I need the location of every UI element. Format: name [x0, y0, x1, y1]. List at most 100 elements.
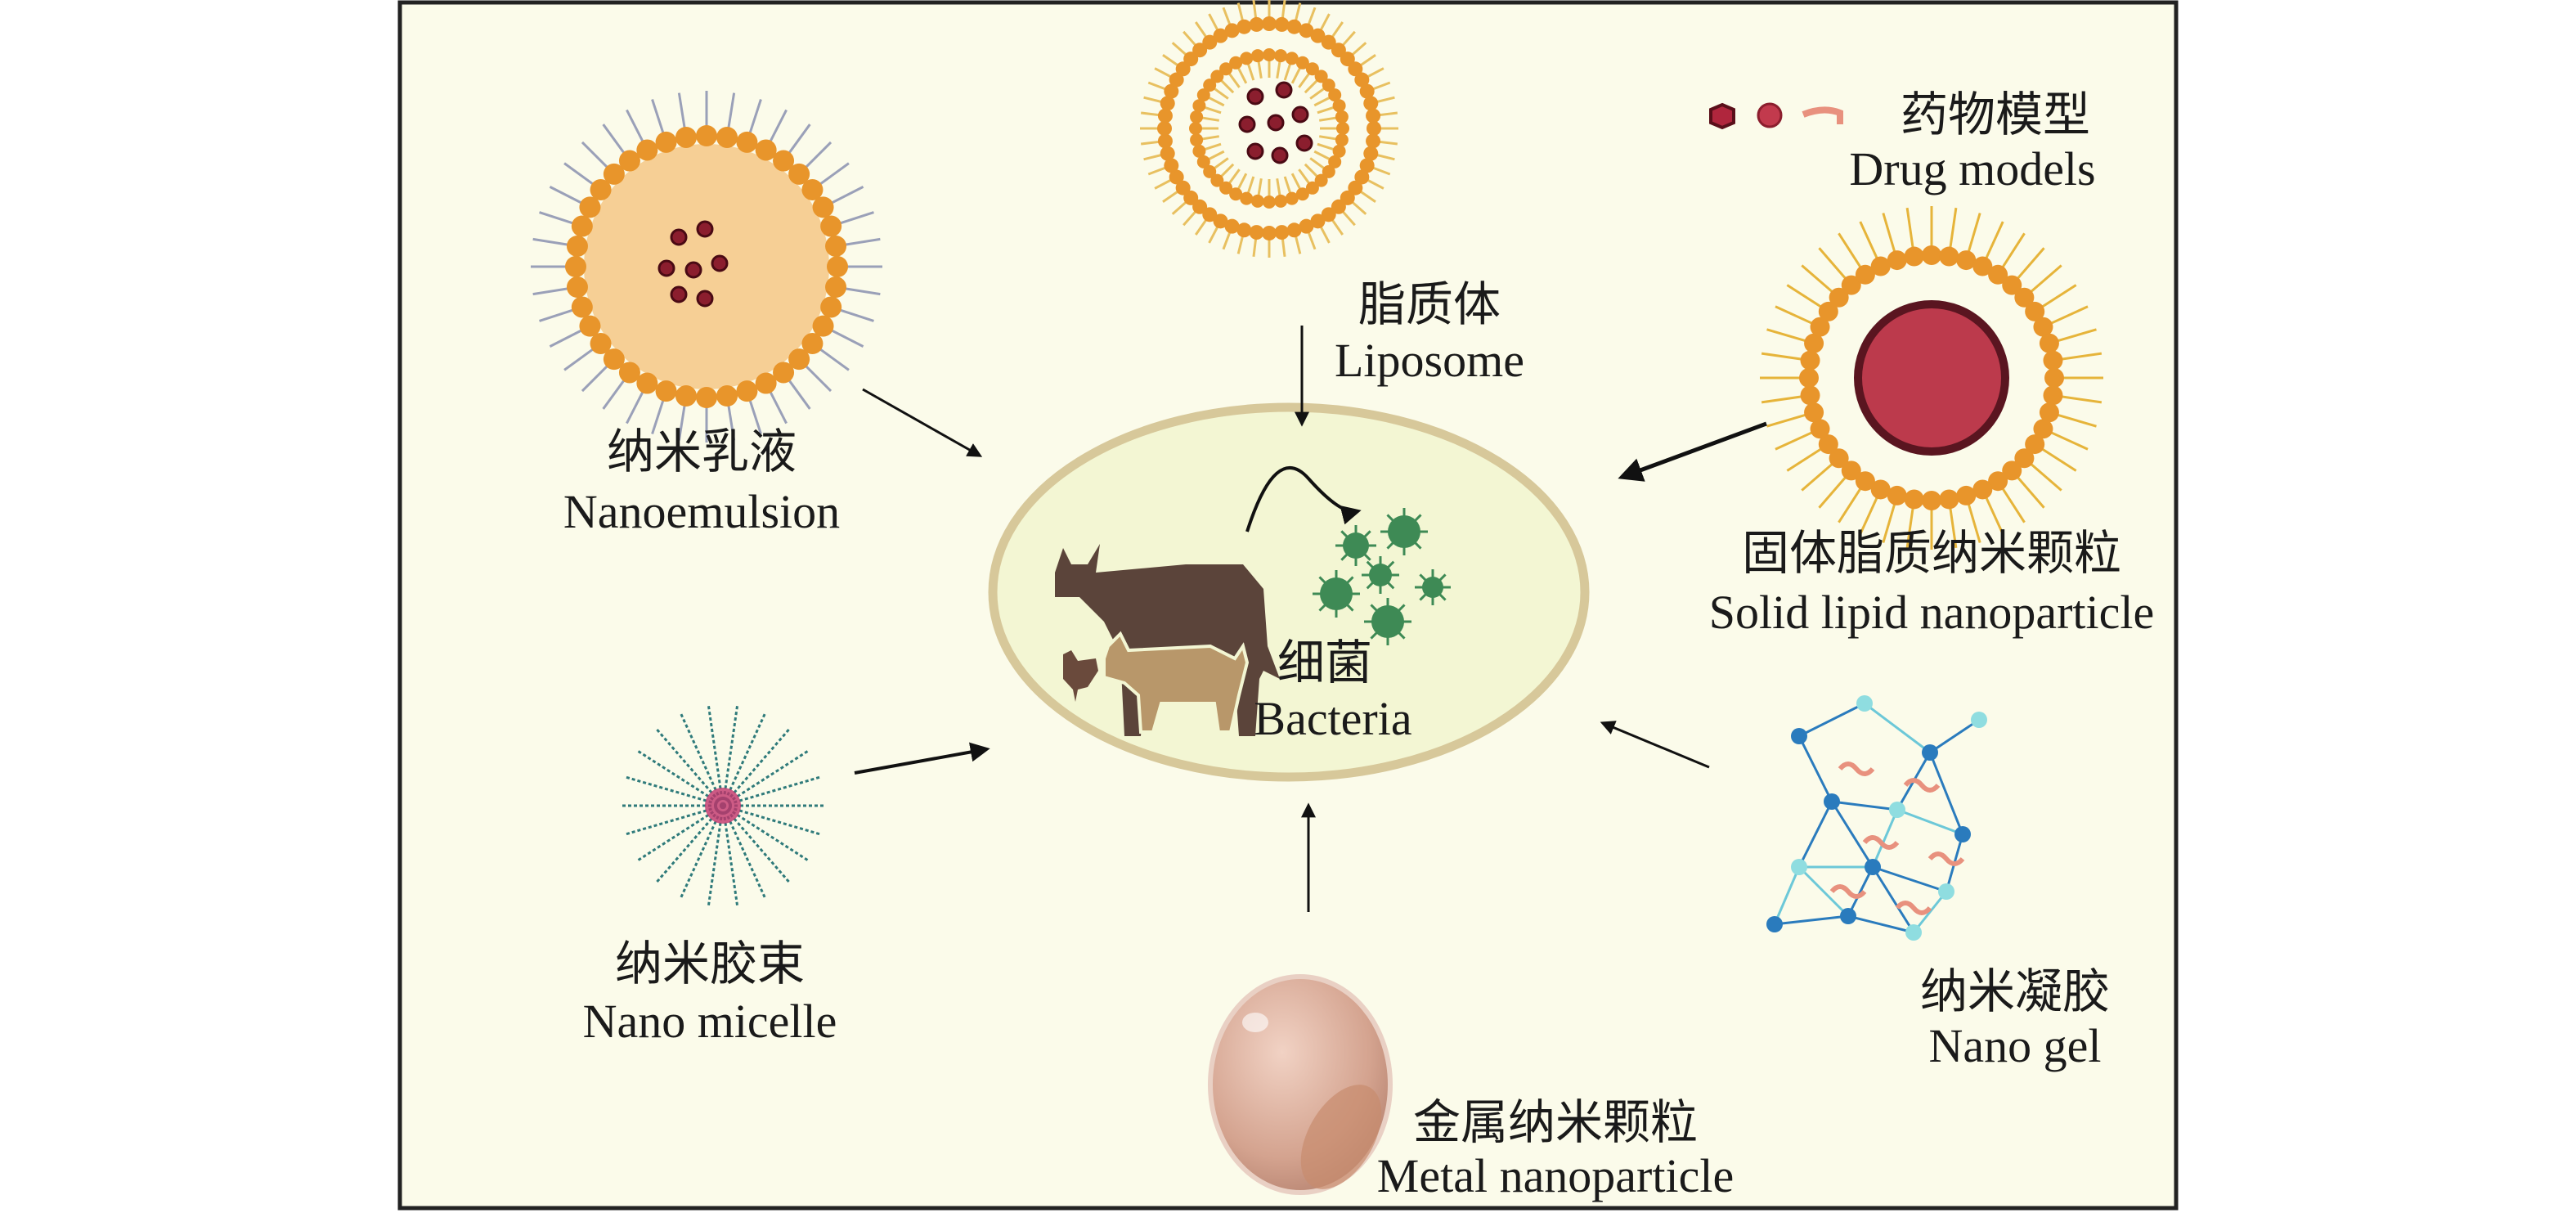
solid-lipid-arrow [1618, 421, 1767, 482]
lipid-head [2025, 301, 2045, 321]
lipid-head [1229, 187, 1243, 201]
lipid-head [1939, 246, 1959, 267]
lipid-head [1972, 479, 1993, 500]
transfer-arrow [1245, 465, 1362, 532]
lipid-head [1340, 52, 1355, 67]
lipid-head [716, 126, 738, 148]
nanoemulsion-label-zh: 纳米乳液 [607, 425, 797, 478]
drug-particle [1275, 81, 1293, 99]
lipid-head [603, 163, 625, 185]
lipid-head [1240, 191, 1254, 205]
lipid-head [1328, 88, 1342, 102]
lipid-head [820, 215, 842, 237]
lipid-head [1314, 173, 1328, 187]
lipid-head [1299, 218, 1314, 234]
lipid-head [1988, 264, 2008, 285]
lipid-head [755, 139, 777, 161]
lipid-head [1250, 194, 1264, 208]
polymer-strand [1896, 808, 1963, 836]
lipid-head [571, 296, 593, 318]
lipid-head [636, 372, 658, 394]
drug-chain [1838, 761, 1875, 776]
lipid-head [2033, 419, 2053, 439]
crosslink-node [1791, 728, 1807, 744]
drug-particle [1246, 142, 1264, 160]
lipid-head [579, 315, 601, 337]
micelle-arrow [854, 742, 990, 775]
lipid-head [1169, 169, 1184, 185]
lipid-head [566, 235, 588, 257]
bacteria-cluster [1313, 508, 1451, 645]
drug-particle [696, 290, 714, 308]
lipid-head [827, 256, 848, 277]
lipid-head [1332, 144, 1346, 158]
lipid-head [636, 139, 658, 161]
lipid-head [618, 362, 640, 384]
lipid-head [1224, 23, 1240, 38]
lipid-head [1274, 194, 1288, 208]
lipid-head [1240, 52, 1254, 65]
lipid-head [1203, 79, 1217, 92]
lipid-head [1363, 146, 1379, 161]
lipid-head [1829, 448, 1849, 469]
lipid-head [1310, 28, 1326, 43]
gel-label-zh: 纳米凝胶 [1920, 965, 2110, 1018]
crosslink-node [1840, 908, 1856, 924]
drug-chain [1829, 884, 1867, 899]
crosslink-node [1922, 744, 1938, 761]
lipid-head [801, 178, 824, 200]
crosslink-node [1954, 826, 1971, 842]
crosslink-node [1938, 883, 1954, 900]
lipid-head [1286, 222, 1302, 238]
bacterium-icon [1422, 577, 1443, 598]
lipid-head [1299, 23, 1314, 38]
lipid-head [1335, 133, 1349, 147]
polymer-strand [1847, 866, 1874, 917]
drug-particle [1271, 146, 1289, 164]
lipid-head [1972, 256, 1993, 276]
polymer-strand [1928, 752, 1964, 835]
lipid-head [1331, 199, 1346, 214]
lipid-head [1249, 16, 1264, 32]
polymer-strand [1797, 801, 1833, 868]
bacterium-icon [1388, 515, 1420, 548]
lipid-head [579, 196, 601, 218]
lipid-head [1157, 121, 1172, 136]
bacterium-icon [1369, 564, 1392, 586]
lipid-head [1262, 226, 1277, 240]
lipid-head [1286, 19, 1302, 34]
lipid-head [2002, 460, 2022, 481]
lipid-head [1810, 317, 1830, 337]
lipid-head [1157, 108, 1173, 124]
lipid-head [1956, 485, 1977, 505]
liposome-illustration [1140, 0, 1398, 258]
lipid-head [1322, 79, 1335, 92]
lipid-head [1274, 49, 1288, 63]
lipid-head [1164, 158, 1179, 173]
bacteria-host-group: 细菌 Bacteria [988, 402, 1590, 782]
metal-nanoparticle-illustration [1208, 974, 1393, 1195]
lipid-head [1192, 144, 1206, 158]
lipid-head [1219, 62, 1233, 76]
gel-label-en: Nano gel [1929, 1019, 2102, 1072]
solid-lipid-nanoparticle-illustration [1760, 206, 2103, 550]
polymer-strand [1864, 702, 1931, 754]
bacterium-icon [1320, 577, 1353, 610]
lipid-head [1359, 83, 1375, 99]
lipid-head [1285, 52, 1299, 65]
lipid-head [1321, 34, 1336, 50]
lipid-head [603, 348, 625, 371]
lipid-head [1340, 190, 1355, 205]
lipid-head [1219, 181, 1233, 195]
lipid-core [1854, 300, 2009, 456]
lipid-head [1202, 207, 1218, 222]
lipid-head [1887, 250, 1907, 271]
lipid-head [1956, 250, 1977, 271]
lipid-head [1196, 88, 1210, 102]
chain-drug-icon [1802, 106, 1843, 124]
micelle-label-en: Nano micelle [583, 995, 837, 1048]
lipid-head [1196, 155, 1210, 168]
lipid-head [2044, 368, 2064, 388]
drug-chain [1903, 778, 1941, 793]
lipid-head [801, 333, 824, 355]
